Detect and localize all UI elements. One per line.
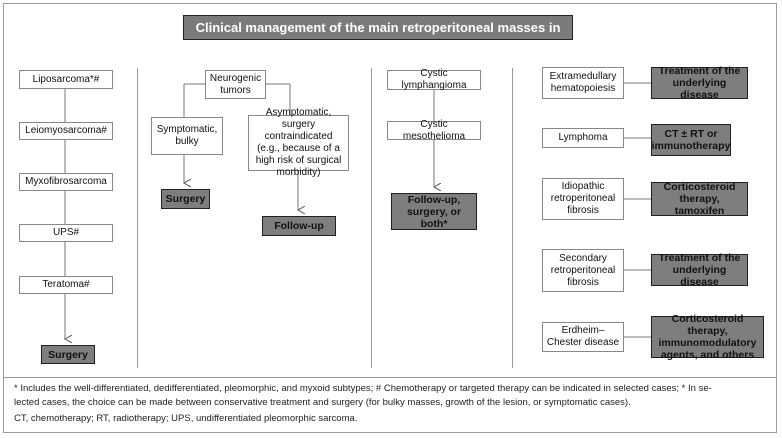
box-cystic-lymphangioma: Cystic lymphangioma <box>387 68 481 91</box>
treatment-row1: Treatment of the underlying disease <box>651 65 748 101</box>
footnote-divider <box>4 377 776 378</box>
box-idiopathic-fibrosis: Idiopathic retroperitoneal fibrosis <box>542 178 624 220</box>
treatment-row4: Treatment of the underlying disease <box>651 252 748 288</box>
box-teratoma: Teratoma# <box>19 276 113 294</box>
treatment-surgery-col1: Surgery <box>41 345 95 364</box>
box-leiomyosarcoma: Leiomyosarcoma# <box>19 122 113 140</box>
box-ups: UPS# <box>19 224 113 242</box>
footnote-line-2: lected cases, the choice can be made bet… <box>14 397 631 408</box>
treatment-row5: Corticosteroid therapy, immunomodulatory… <box>651 313 764 361</box>
treatment-followup: Follow-up <box>262 216 336 236</box>
treatment-followup-surgery: Follow-up, surgery, or both* <box>391 193 477 230</box>
box-erdheim-chester: Erdheim–Chester disease <box>542 322 624 352</box>
box-extramedullary-hematopoiesis: Extramedullary hematopoiesis <box>542 67 624 99</box>
treatment-row3: Corticosteroid therapy, tamoxifen <box>651 181 748 217</box>
box-asymptomatic: Asymptomatic, surgery contraindicated (e… <box>248 107 349 178</box>
box-secondary-fibrosis: Secondary retroperitoneal fibrosis <box>542 249 624 292</box>
box-neurogenic-tumors: Neurogenic tumors <box>205 70 266 99</box>
figure-frame <box>3 3 777 433</box>
diagram-title: Clinical management of the main retroper… <box>183 15 573 58</box>
box-lymphoma: Lymphoma <box>542 128 624 148</box>
box-myxofibrosarcoma: Myxofibrosarcoma <box>19 173 113 191</box>
box-symptomatic-bulky: Symptomatic, bulky <box>151 117 223 155</box>
treatment-row2: CT ± RT or immunotherapy <box>651 124 731 156</box>
footnote-abbreviations: CT, chemotherapy; RT, radiotherapy; UPS,… <box>14 413 358 424</box>
box-cystic-mesothelioma: Cystic mesothelioma <box>387 119 481 142</box>
footnote-line-1: * Includes the well-differentiated, dedi… <box>14 383 712 394</box>
column-divider-2 <box>371 68 372 368</box>
box-liposarcoma: Liposarcoma*# <box>19 70 113 89</box>
treatment-surgery-col2: Surgery <box>161 189 210 209</box>
column-divider-3 <box>512 68 513 368</box>
column-divider-1 <box>137 68 138 368</box>
